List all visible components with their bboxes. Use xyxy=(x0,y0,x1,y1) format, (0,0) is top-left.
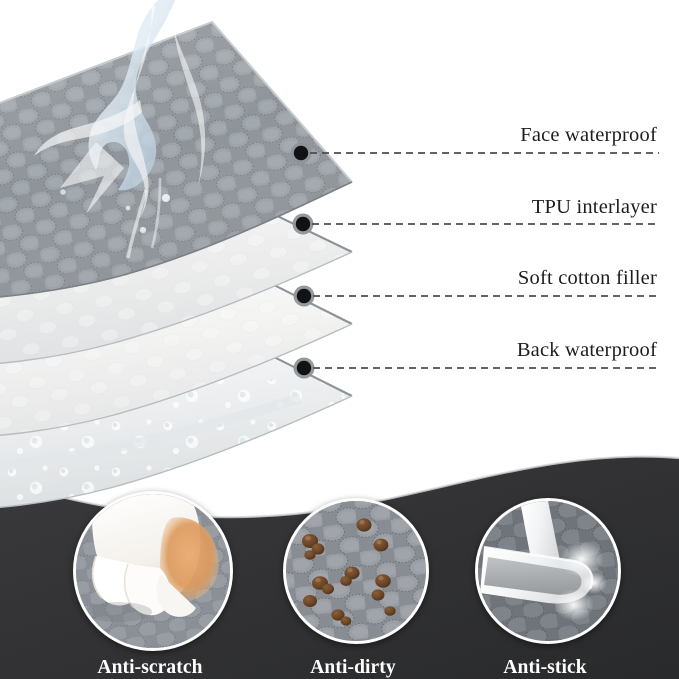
caption-anti-stick: Anti-stick xyxy=(503,657,587,678)
layer-stack xyxy=(0,0,353,510)
water-splash xyxy=(34,0,206,259)
anti-dirty-photo xyxy=(283,498,429,644)
label-soft-cotton-filler: Soft cotton filler xyxy=(517,267,657,289)
callout-back-waterproof xyxy=(293,357,659,379)
caption-anti-dirty: Anti-dirty xyxy=(310,657,396,678)
callout-tpu-interlayer xyxy=(292,213,659,235)
anti-scratch-photo xyxy=(73,491,233,651)
callout-face-waterproof xyxy=(290,142,659,164)
callout-soft-cotton-filler xyxy=(293,285,659,307)
label-face-waterproof: Face waterproof xyxy=(520,124,657,146)
feature-anti-dirty: Anti-dirty xyxy=(283,498,429,679)
feature-anti-scratch: Anti-scratch xyxy=(73,491,233,679)
callout-group: Face waterproof TPU interlayer Soft cott… xyxy=(290,124,659,379)
anti-stick-photo xyxy=(475,498,621,644)
label-back-waterproof: Back waterproof xyxy=(516,339,657,361)
feature-anti-stick: Anti-stick xyxy=(475,498,621,679)
caption-anti-scratch: Anti-scratch xyxy=(97,657,203,678)
label-tpu-interlayer: TPU interlayer xyxy=(531,196,657,218)
